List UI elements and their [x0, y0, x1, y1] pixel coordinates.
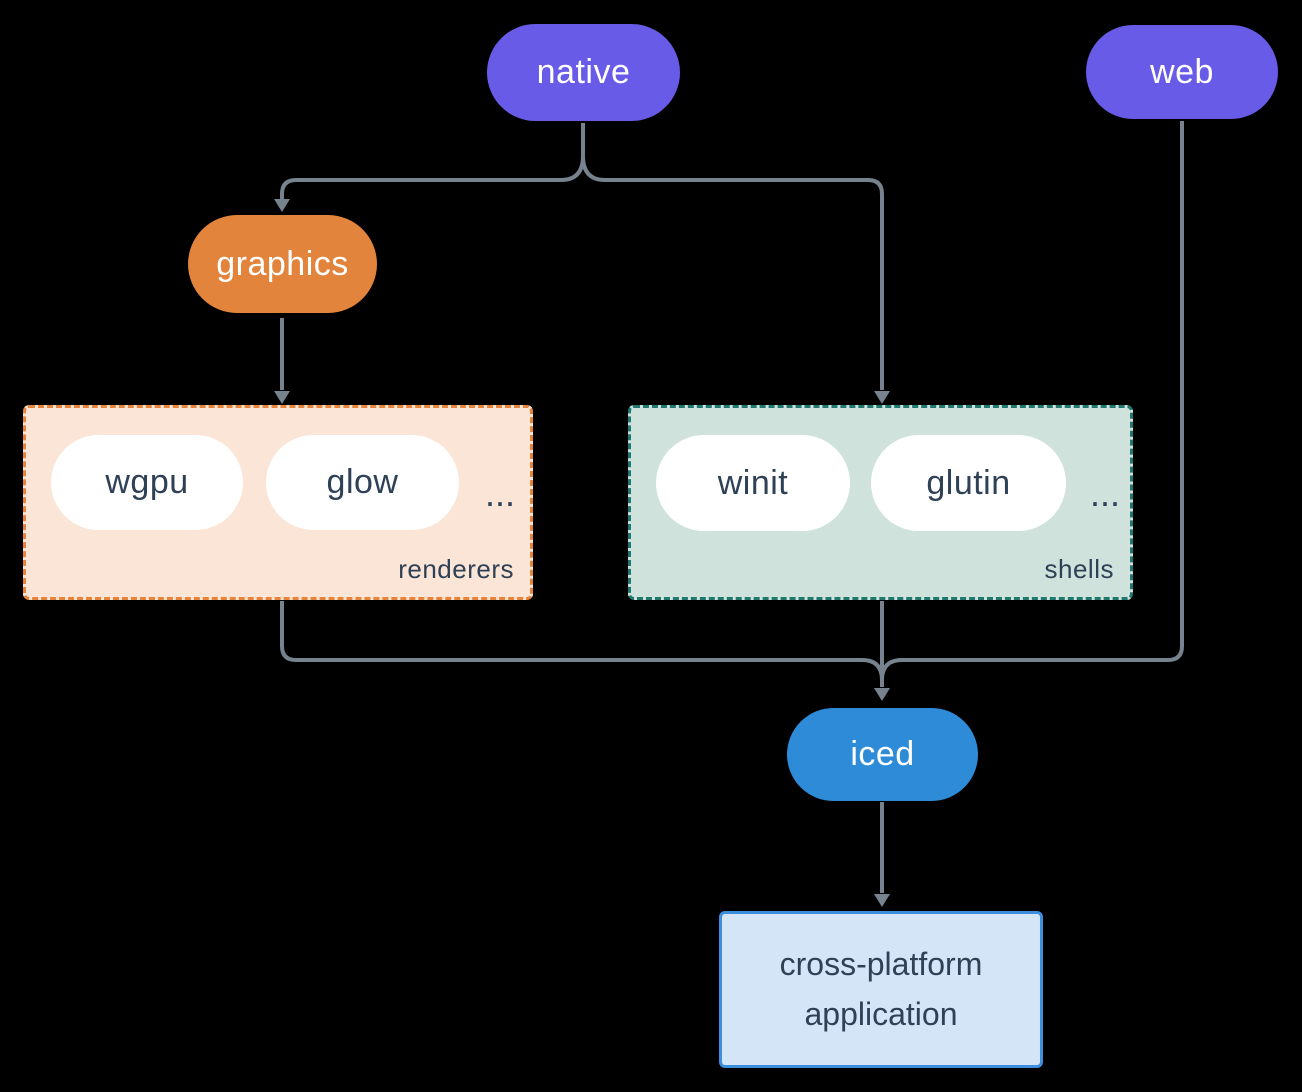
- arrowheads: [274, 199, 890, 907]
- renderers-ellipsis: ...: [484, 472, 515, 514]
- group-renderers: wgpu glow ... renderers: [23, 405, 533, 600]
- arrow-into-graphics-icon: [274, 199, 290, 212]
- node-application-label: cross-platform application: [779, 945, 983, 1032]
- node-web: web: [1086, 25, 1278, 119]
- node-wgpu: wgpu: [51, 435, 243, 530]
- connector-wires: [280, 121, 1184, 893]
- renderers-group-label: renderers: [398, 554, 514, 584]
- edge-web-to-iced: [880, 121, 1184, 681]
- arrow-into-application-icon: [874, 894, 890, 907]
- node-glutin-label: glutin: [926, 463, 1011, 502]
- arrow-into-iced-icon: [874, 688, 890, 701]
- node-native-label: native: [536, 53, 631, 91]
- node-glow: glow: [266, 435, 459, 530]
- node-iced: iced: [787, 708, 978, 801]
- edge-native-to-graphics: [280, 178, 561, 199]
- edge-native-to-shells: [605, 178, 884, 390]
- node-web-label: web: [1150, 52, 1214, 91]
- arrow-into-renderers-icon: [274, 391, 290, 404]
- node-application: cross-platform application: [719, 911, 1043, 1068]
- arrow-into-shells-icon: [874, 391, 890, 404]
- node-graphics-label: graphics: [216, 244, 349, 283]
- shells-group-label: shells: [1044, 554, 1114, 584]
- edge-renderers-to-iced: [280, 601, 884, 686]
- node-iced-label: iced: [850, 735, 915, 773]
- node-winit-label: winit: [717, 463, 789, 502]
- node-native: native: [487, 24, 680, 121]
- edge-native-split-flare: [560, 155, 606, 182]
- node-wgpu-label: wgpu: [105, 463, 189, 501]
- node-winit: winit: [656, 435, 850, 531]
- shells-ellipsis: ...: [1089, 473, 1120, 514]
- node-glow-label: glow: [326, 463, 399, 501]
- node-glutin: glutin: [871, 435, 1066, 531]
- node-graphics: graphics: [188, 215, 377, 313]
- group-shells: winit glutin ... shells: [628, 405, 1133, 600]
